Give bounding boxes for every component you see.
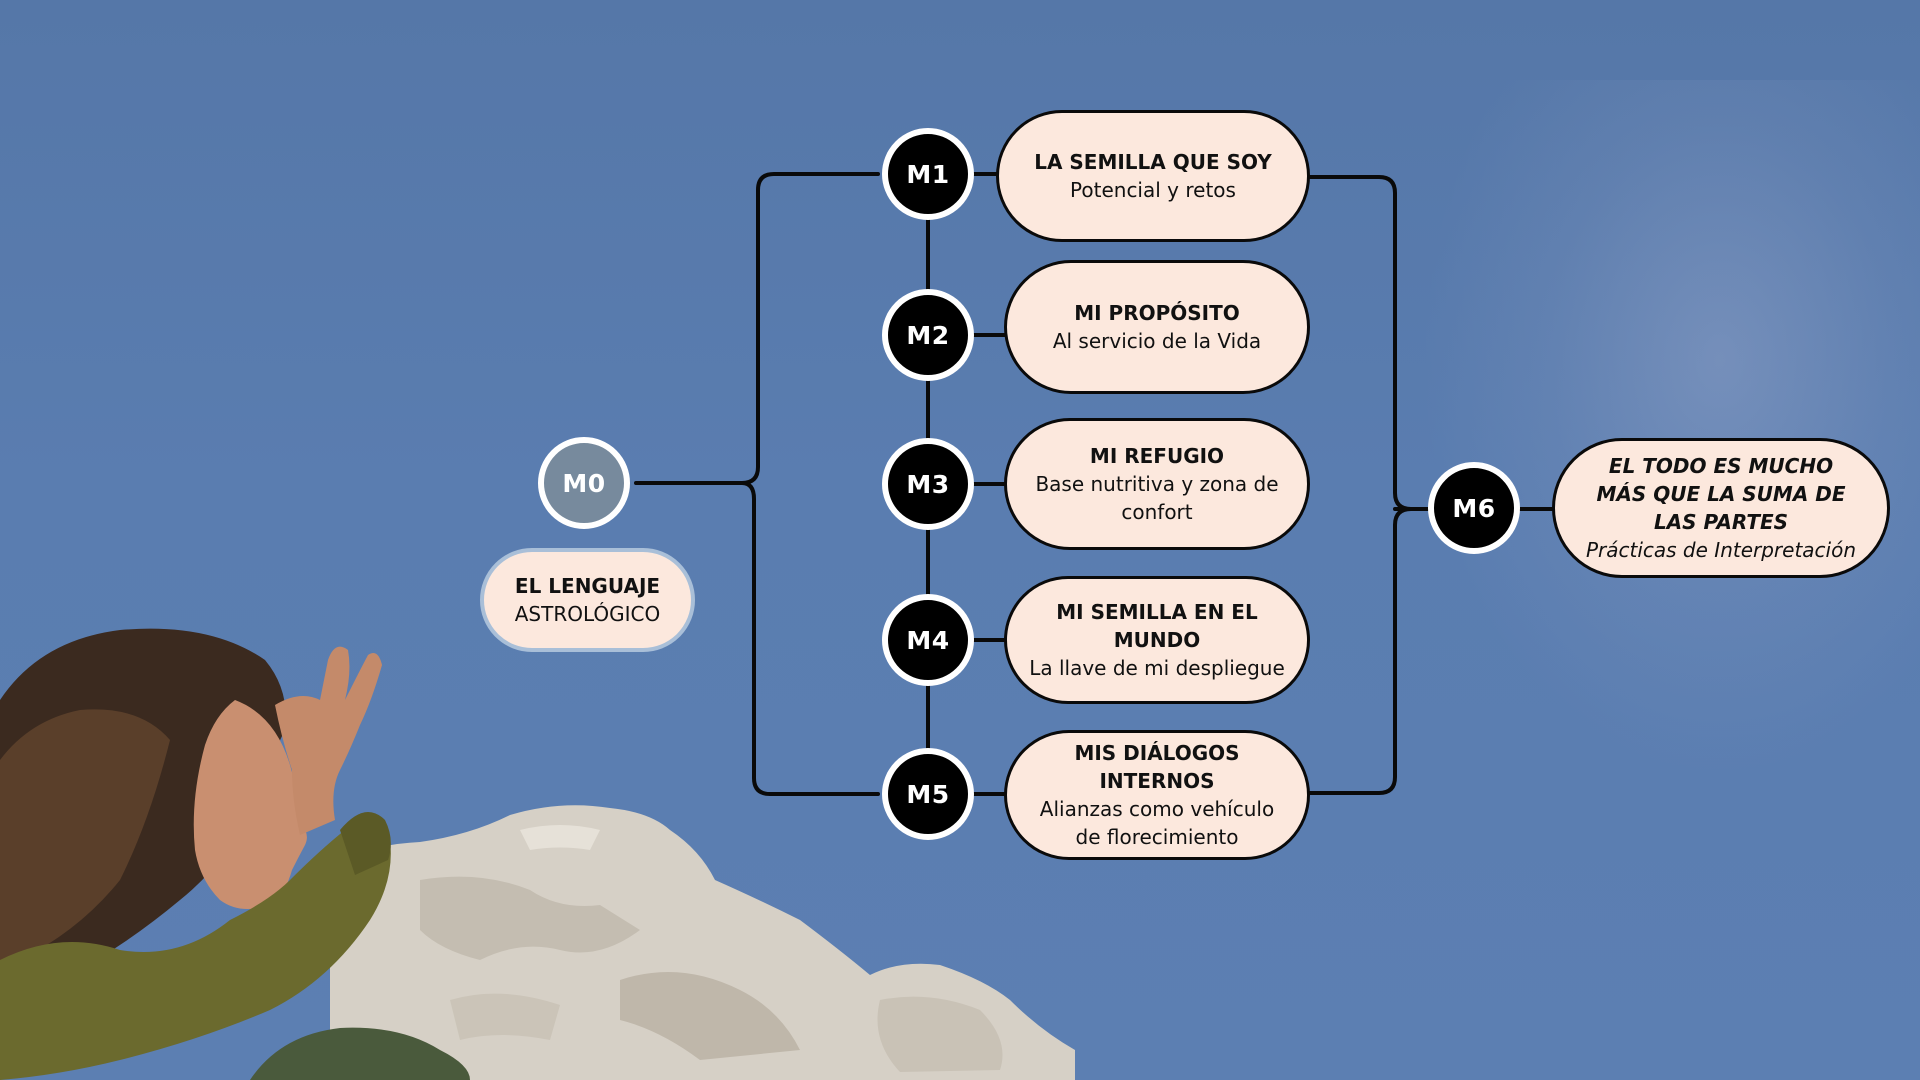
card-m6[interactable]: EL TODO ES MUCHO MÁS QUE LA SUMA DE LAS …	[1552, 438, 1890, 578]
card-m4-subtitle: La llave de mi despliegue	[1029, 656, 1285, 680]
node-m6-code: M6	[1452, 493, 1496, 523]
card-m5-title: MIS DIÁLOGOS INTERNOS	[1074, 741, 1240, 793]
node-m4[interactable]: M4	[882, 594, 974, 686]
node-m4-code: M4	[906, 625, 950, 655]
face	[193, 700, 307, 909]
card-m1-subtitle: Potencial y retos	[1070, 178, 1236, 202]
card-m3-subtitle: Base nutritiva y zona de confort	[1035, 472, 1279, 524]
node-m0-code: M0	[562, 468, 606, 498]
card-m6-title: EL TODO ES MUCHO MÁS QUE LA SUMA DE LAS …	[1596, 454, 1846, 534]
node-m5[interactable]: M5	[882, 748, 974, 840]
node-m2[interactable]: M2	[882, 289, 974, 381]
node-m1-code: M1	[906, 159, 950, 189]
node-m2-code: M2	[906, 320, 950, 350]
card-m5[interactable]: MIS DIÁLOGOS INTERNOS Alianzas como vehí…	[1004, 730, 1310, 860]
node-m3-code: M3	[906, 469, 950, 499]
connector-left-bracket	[740, 172, 880, 796]
node-m5-code: M5	[906, 779, 950, 809]
card-m2[interactable]: MI PROPÓSITO Al servicio de la Vida	[1004, 260, 1310, 394]
card-m0[interactable]: EL LENGUAJE ASTROLÓGICO	[480, 548, 695, 652]
card-m1[interactable]: LA SEMILLA QUE SOY Potencial y retos	[996, 110, 1310, 242]
card-m0-title: EL LENGUAJE	[514, 574, 661, 598]
card-m0-subtitle: ASTROLÓGICO	[514, 602, 661, 626]
card-m2-subtitle: Al servicio de la Vida	[1052, 329, 1262, 353]
card-m4-title: MI SEMILLA EN EL MUNDO	[1056, 600, 1258, 652]
card-m6-subtitle: Prácticas de Interpretación	[1585, 538, 1857, 562]
connector-right-bracket	[1308, 175, 1413, 795]
card-m4[interactable]: MI SEMILLA EN EL MUNDO La llave de mi de…	[1004, 576, 1310, 704]
card-m5-subtitle: Alianzas como vehículo de florecimiento	[1039, 797, 1275, 849]
node-m0[interactable]: M0	[538, 437, 630, 529]
node-m6[interactable]: M6	[1428, 462, 1520, 554]
sweater	[0, 822, 391, 1080]
hand	[275, 646, 382, 835]
card-m3[interactable]: MI REFUGIO Base nutritiva y zona de conf…	[1004, 418, 1310, 550]
card-m2-title: MI PROPÓSITO	[1074, 301, 1240, 325]
sky-haze	[1420, 80, 1920, 780]
card-m3-title: MI REFUGIO	[1089, 444, 1225, 468]
node-m3[interactable]: M3	[882, 438, 974, 530]
node-m1[interactable]: M1	[882, 128, 974, 220]
card-m1-title: LA SEMILLA QUE SOY	[1034, 150, 1272, 174]
